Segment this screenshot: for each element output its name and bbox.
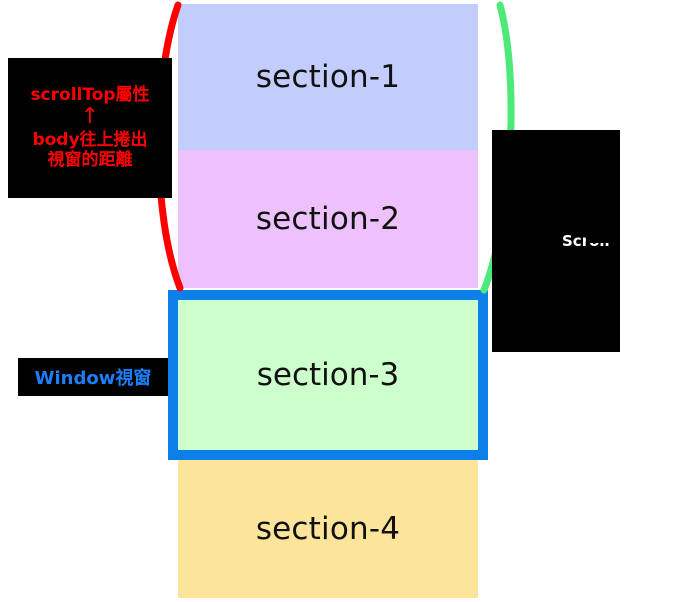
section-block-4: section-4 [178, 460, 478, 598]
section-block-2: section-2 [178, 150, 478, 288]
section-2-label: section-2 [255, 201, 401, 237]
section-3-label: section-3 [256, 357, 400, 393]
section-4-label: section-4 [255, 511, 401, 547]
callout-scrolltop-mid: body往上捲出 [32, 130, 148, 151]
section-block-3: section-3 [178, 300, 478, 450]
section-1-label: section-1 [255, 59, 401, 95]
section-block-1: section-1 [178, 4, 478, 150]
callout-scrolltop: scrollTop屬性 ↑ body往上捲出 視窗的距離 [8, 58, 172, 198]
callout-window: Window視窗 [18, 358, 168, 396]
callout-window-label: Window視窗 [34, 368, 152, 389]
right-callout-occluder [620, 225, 680, 245]
up-arrow-icon: ↑ [80, 104, 100, 130]
callout-scrolltop-title: scrollTop屬性 [30, 84, 150, 105]
callout-scrolltop-bottom: 視窗的距離 [47, 149, 133, 170]
window-viewport-frame: section-3 [168, 290, 488, 460]
